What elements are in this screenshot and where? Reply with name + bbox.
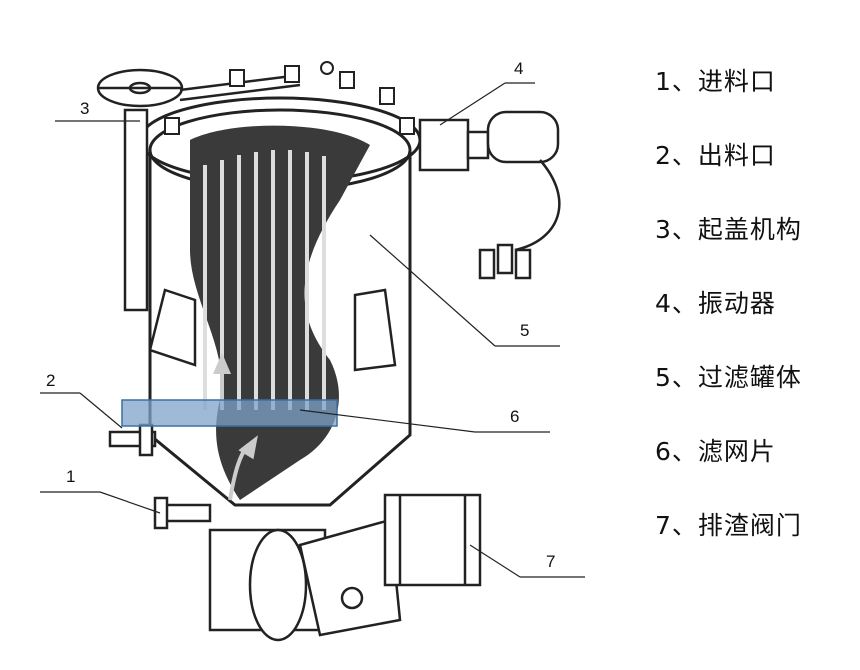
flow-arrows	[212, 352, 258, 501]
legend-item-outlet: 2、出料口	[655, 141, 776, 170]
legend-item-vessel: 5、过滤罐体	[655, 363, 802, 392]
legend-item-filter-screen: 6、滤网片	[655, 437, 776, 466]
callout-2: 2	[46, 371, 55, 390]
vibrator	[418, 110, 561, 280]
lid-lifting-mechanism	[96, 68, 301, 312]
legend-item-lid-lifting: 3、起盖机构	[655, 215, 802, 244]
filter-screens	[203, 150, 326, 410]
component-legend: 1、进料口 2、出料口 3、起盖机构 4、振动器 5、过滤罐体 6、滤网片 7、…	[655, 62, 802, 580]
callout-6: 6	[510, 407, 519, 426]
filter-screen-highlight	[121, 399, 338, 427]
callout-4: 4	[514, 59, 523, 78]
callout-3: 3	[80, 99, 89, 118]
legend-item-discharge-valve: 7、排渣阀门	[655, 511, 802, 540]
callout-5: 5	[520, 321, 529, 340]
lid-bolts	[164, 61, 415, 135]
outlet-pipe	[108, 423, 157, 457]
inlet-pipe	[153, 496, 212, 530]
legend-item-vibrator: 4、振动器	[655, 289, 776, 318]
leader-lines	[40, 82, 585, 578]
legend-item-inlet: 1、进料口	[655, 67, 776, 96]
discharge-valve	[208, 493, 482, 642]
callout-7: 7	[546, 552, 555, 571]
support-brackets	[148, 288, 397, 372]
callout-1: 1	[66, 467, 75, 486]
